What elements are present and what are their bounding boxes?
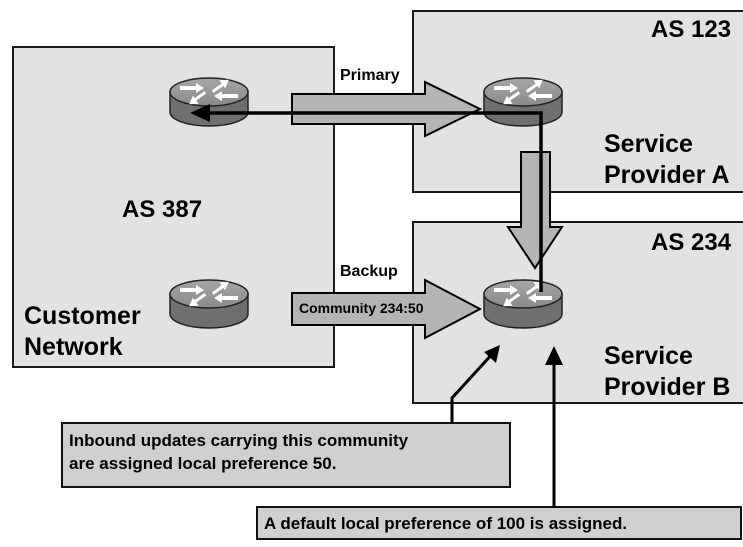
provider-a-box [412, 10, 743, 193]
community-callout-arrowhead [484, 345, 500, 363]
default-pref-callout: A default local preference of 100 is ass… [256, 506, 742, 540]
customer-as-label: AS 387 [122, 196, 203, 223]
default-pref-callout-text: A default local preference of 100 is ass… [264, 514, 628, 533]
community-callout-line2: are assigned local preference 50. [69, 454, 337, 473]
default-callout-arrowhead [545, 346, 563, 365]
provider-b-name-line1: Service [604, 342, 693, 370]
provider-b-as-label: AS 234 [651, 229, 732, 256]
provider-a-name-line2: Provider A [604, 161, 730, 189]
primary-link-label: Primary [340, 67, 400, 84]
provider-a-to-b-arrow [506, 151, 564, 270]
backup-link-arrow [291, 278, 483, 340]
community-callout-pointer [450, 350, 496, 425]
provider-a-as-label: AS 123 [651, 16, 732, 43]
customer-router-bottom-icon [169, 276, 249, 329]
community-callout-line1: Inbound updates carrying this community [69, 431, 409, 450]
backup-link-label: Backup [340, 263, 398, 280]
primary-link-arrow [291, 80, 483, 138]
customer-name-line2: Network [24, 333, 123, 361]
provider-b-name-line2: Provider B [604, 373, 731, 401]
provider-b-router-icon [483, 276, 563, 329]
provider-a-name-line1: Service [604, 130, 693, 158]
community-callout: Inbound updates carrying this community … [61, 422, 511, 488]
community-label: Community 234:50 [299, 300, 424, 316]
provider-a-router-icon [483, 74, 563, 127]
return-path-line [205, 111, 543, 292]
customer-name-line1: Customer [24, 302, 141, 330]
return-path-arrowhead [190, 104, 210, 122]
